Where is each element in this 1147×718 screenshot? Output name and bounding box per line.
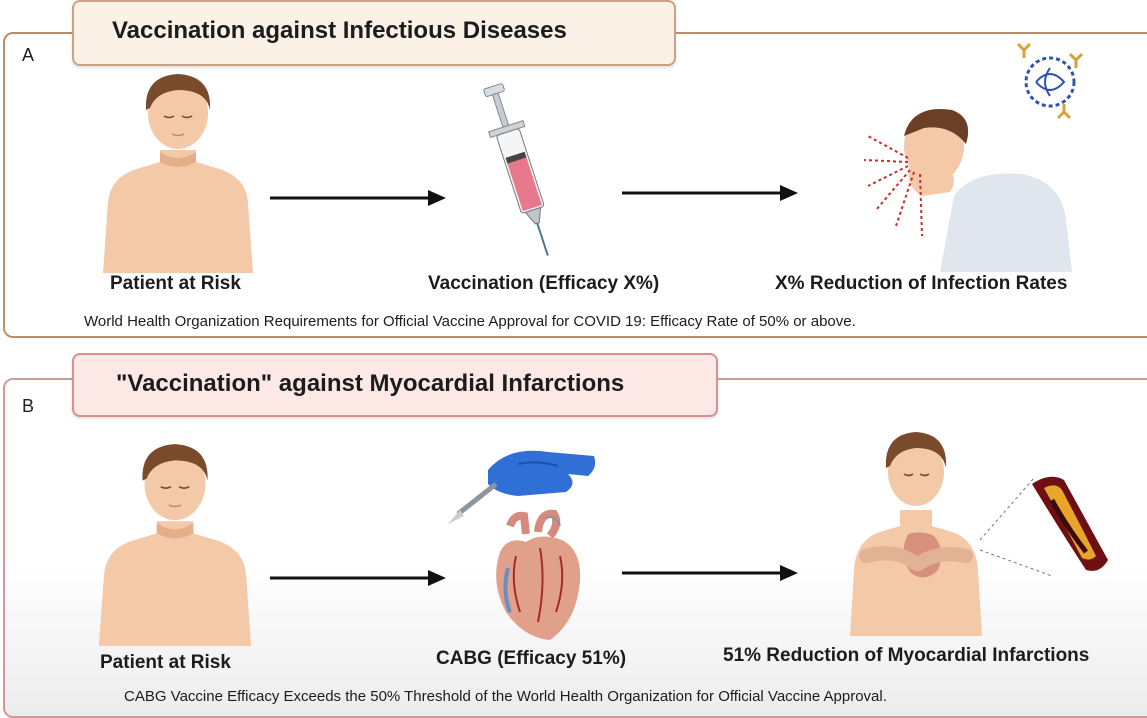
panel-b-step1-label: Patient at Risk [100,652,231,673]
panel-b-title: "Vaccination" against Myocardial Infarct… [72,353,718,417]
panel-b-step3-label: 51% Reduction of Myocardial Infarctions [723,645,1090,666]
panel-a-letter: A [22,45,35,65]
virus-icon [1016,42,1084,120]
scalpel-hand-icon [448,450,596,524]
panel-b-step2-label: CABG (Efficacy 51%) [436,648,627,669]
patient-a-figure [103,74,253,273]
patient-heart-figure [850,432,982,636]
panel-a-step2-label: Vaccination (Efficacy X%) [428,273,660,294]
syringe-icon [483,83,549,256]
arrow-icon [622,565,798,581]
artery-icon [979,476,1108,577]
sick-person-icon [863,109,1072,272]
panel-a-title: Vaccination against Infectious Diseases [72,0,676,66]
panel-b-letter: B [22,396,35,416]
arrow-icon [270,570,446,586]
panel-a-step3-label: X% Reduction of Infection Rates [775,273,1068,294]
arrow-icon [622,185,798,201]
panel-a-note: World Health Organization Requirements f… [84,313,856,330]
heart-icon [496,509,581,640]
panel-a-step1-label: Patient at Risk [110,273,241,294]
patient-b-figure [98,444,252,646]
arrow-icon [270,190,446,206]
panel-b-note: CABG Vaccine Efficacy Exceeds the 50% Th… [124,688,887,705]
